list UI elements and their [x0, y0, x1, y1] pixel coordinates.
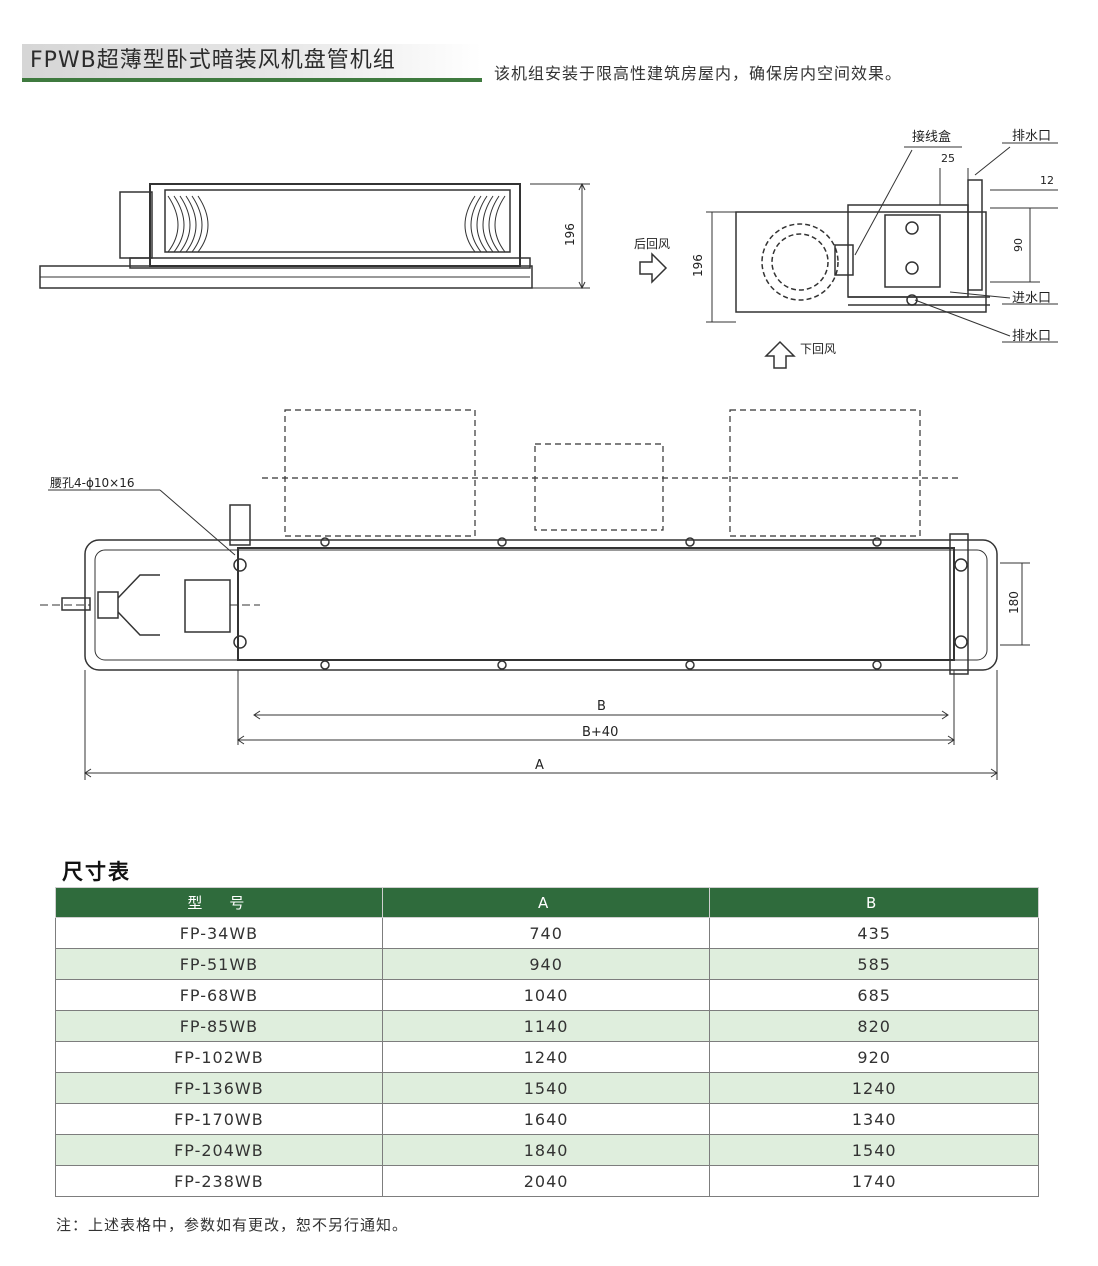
- side-elevation-view: [39, 182, 590, 290]
- technical-drawing: 196 196 接线盒 排水口 25 12 90 进水口 排水口 后回风: [39, 129, 1058, 780]
- mount-hole-label: 腰孔4-ϕ10×16: [50, 476, 134, 490]
- water-drain-label: 排水口: [1012, 329, 1051, 344]
- cell-a: 1140: [381, 1010, 711, 1042]
- cell-model: FP-51WB: [55, 948, 383, 980]
- cell-b: 1240: [709, 1072, 1039, 1104]
- cell-model: FP-136WB: [55, 1072, 383, 1104]
- condensate-outlet-label: 排水口: [1012, 129, 1051, 144]
- dim-180-label: 180: [1007, 591, 1021, 614]
- cell-a: 1840: [381, 1134, 711, 1166]
- cell-a: 1540: [381, 1072, 711, 1104]
- dim-12-label: 12: [1040, 174, 1054, 187]
- header-model: 型 号: [55, 887, 383, 918]
- table-row: FP-51WB 940 585: [55, 948, 1039, 980]
- dim-90-label: 90: [1012, 238, 1025, 252]
- cell-b: 585: [709, 948, 1039, 980]
- header-b: B: [709, 887, 1039, 918]
- end-height-label: 196: [691, 254, 705, 277]
- side-height-label: 196: [563, 223, 577, 246]
- cell-b: 1740: [709, 1165, 1039, 1197]
- cell-b: 1540: [709, 1134, 1039, 1166]
- cell-b: 1340: [709, 1103, 1039, 1135]
- cell-model: FP-238WB: [55, 1165, 383, 1197]
- dim-25-label: 25: [941, 152, 955, 165]
- header-a: A: [381, 887, 711, 918]
- cell-a: 1640: [381, 1103, 711, 1135]
- cell-a: 940: [381, 948, 711, 980]
- table-row: FP-238WB 2040 1740: [55, 1165, 1039, 1197]
- cell-a: 1040: [381, 979, 711, 1011]
- cell-b: 435: [709, 917, 1039, 949]
- cell-b: 920: [709, 1041, 1039, 1073]
- cell-model: FP-102WB: [55, 1041, 383, 1073]
- cell-a: 2040: [381, 1165, 711, 1197]
- rear-return-label: 后回风: [634, 237, 670, 251]
- table-row: FP-170WB 1640 1340: [55, 1103, 1039, 1135]
- end-view: [639, 142, 1058, 369]
- table-row: FP-102WB 1240 920: [55, 1041, 1039, 1073]
- table-header-row: 型 号 A B: [55, 887, 1039, 918]
- cell-model: FP-68WB: [55, 979, 383, 1011]
- footnote: 注：上述表格中，参数如有更改，恕不另行通知。: [56, 1216, 409, 1234]
- table-title: 尺寸表: [62, 860, 131, 884]
- cell-b: 685: [709, 979, 1039, 1011]
- cell-a: 1240: [381, 1041, 711, 1073]
- table-row: FP-68WB 1040 685: [55, 979, 1039, 1011]
- cell-model: FP-170WB: [55, 1103, 383, 1135]
- dim-a-label: A: [535, 758, 544, 773]
- dimension-table: 型 号 A B FP-34WB 740 435 FP-51WB 940 585 …: [55, 887, 1039, 1197]
- page-subtitle: 该机组安装于限高性建筑房屋内，确保房内空间效果。: [494, 64, 903, 83]
- table-row: FP-204WB 1840 1540: [55, 1134, 1039, 1166]
- junction-box-label: 接线盒: [912, 129, 951, 145]
- cell-model: FP-34WB: [55, 917, 383, 949]
- table-row: FP-136WB 1540 1240: [55, 1072, 1039, 1104]
- cell-model: FP-204WB: [55, 1134, 383, 1166]
- bottom-return-label: 下回风: [800, 342, 836, 356]
- cell-model: FP-85WB: [55, 1010, 383, 1042]
- plan-view: [40, 409, 1030, 780]
- page-title: FPWB超薄型卧式暗装风机盘管机组: [30, 48, 396, 73]
- cell-a: 740: [381, 917, 711, 949]
- dim-b-label: B: [597, 699, 606, 714]
- table-row: FP-34WB 740 435: [55, 917, 1039, 949]
- title-banner: [22, 44, 482, 82]
- dim-b40-label: B+40: [582, 725, 618, 740]
- cell-b: 820: [709, 1010, 1039, 1042]
- water-inlet-label: 进水口: [1012, 291, 1051, 306]
- table-row: FP-85WB 1140 820: [55, 1010, 1039, 1042]
